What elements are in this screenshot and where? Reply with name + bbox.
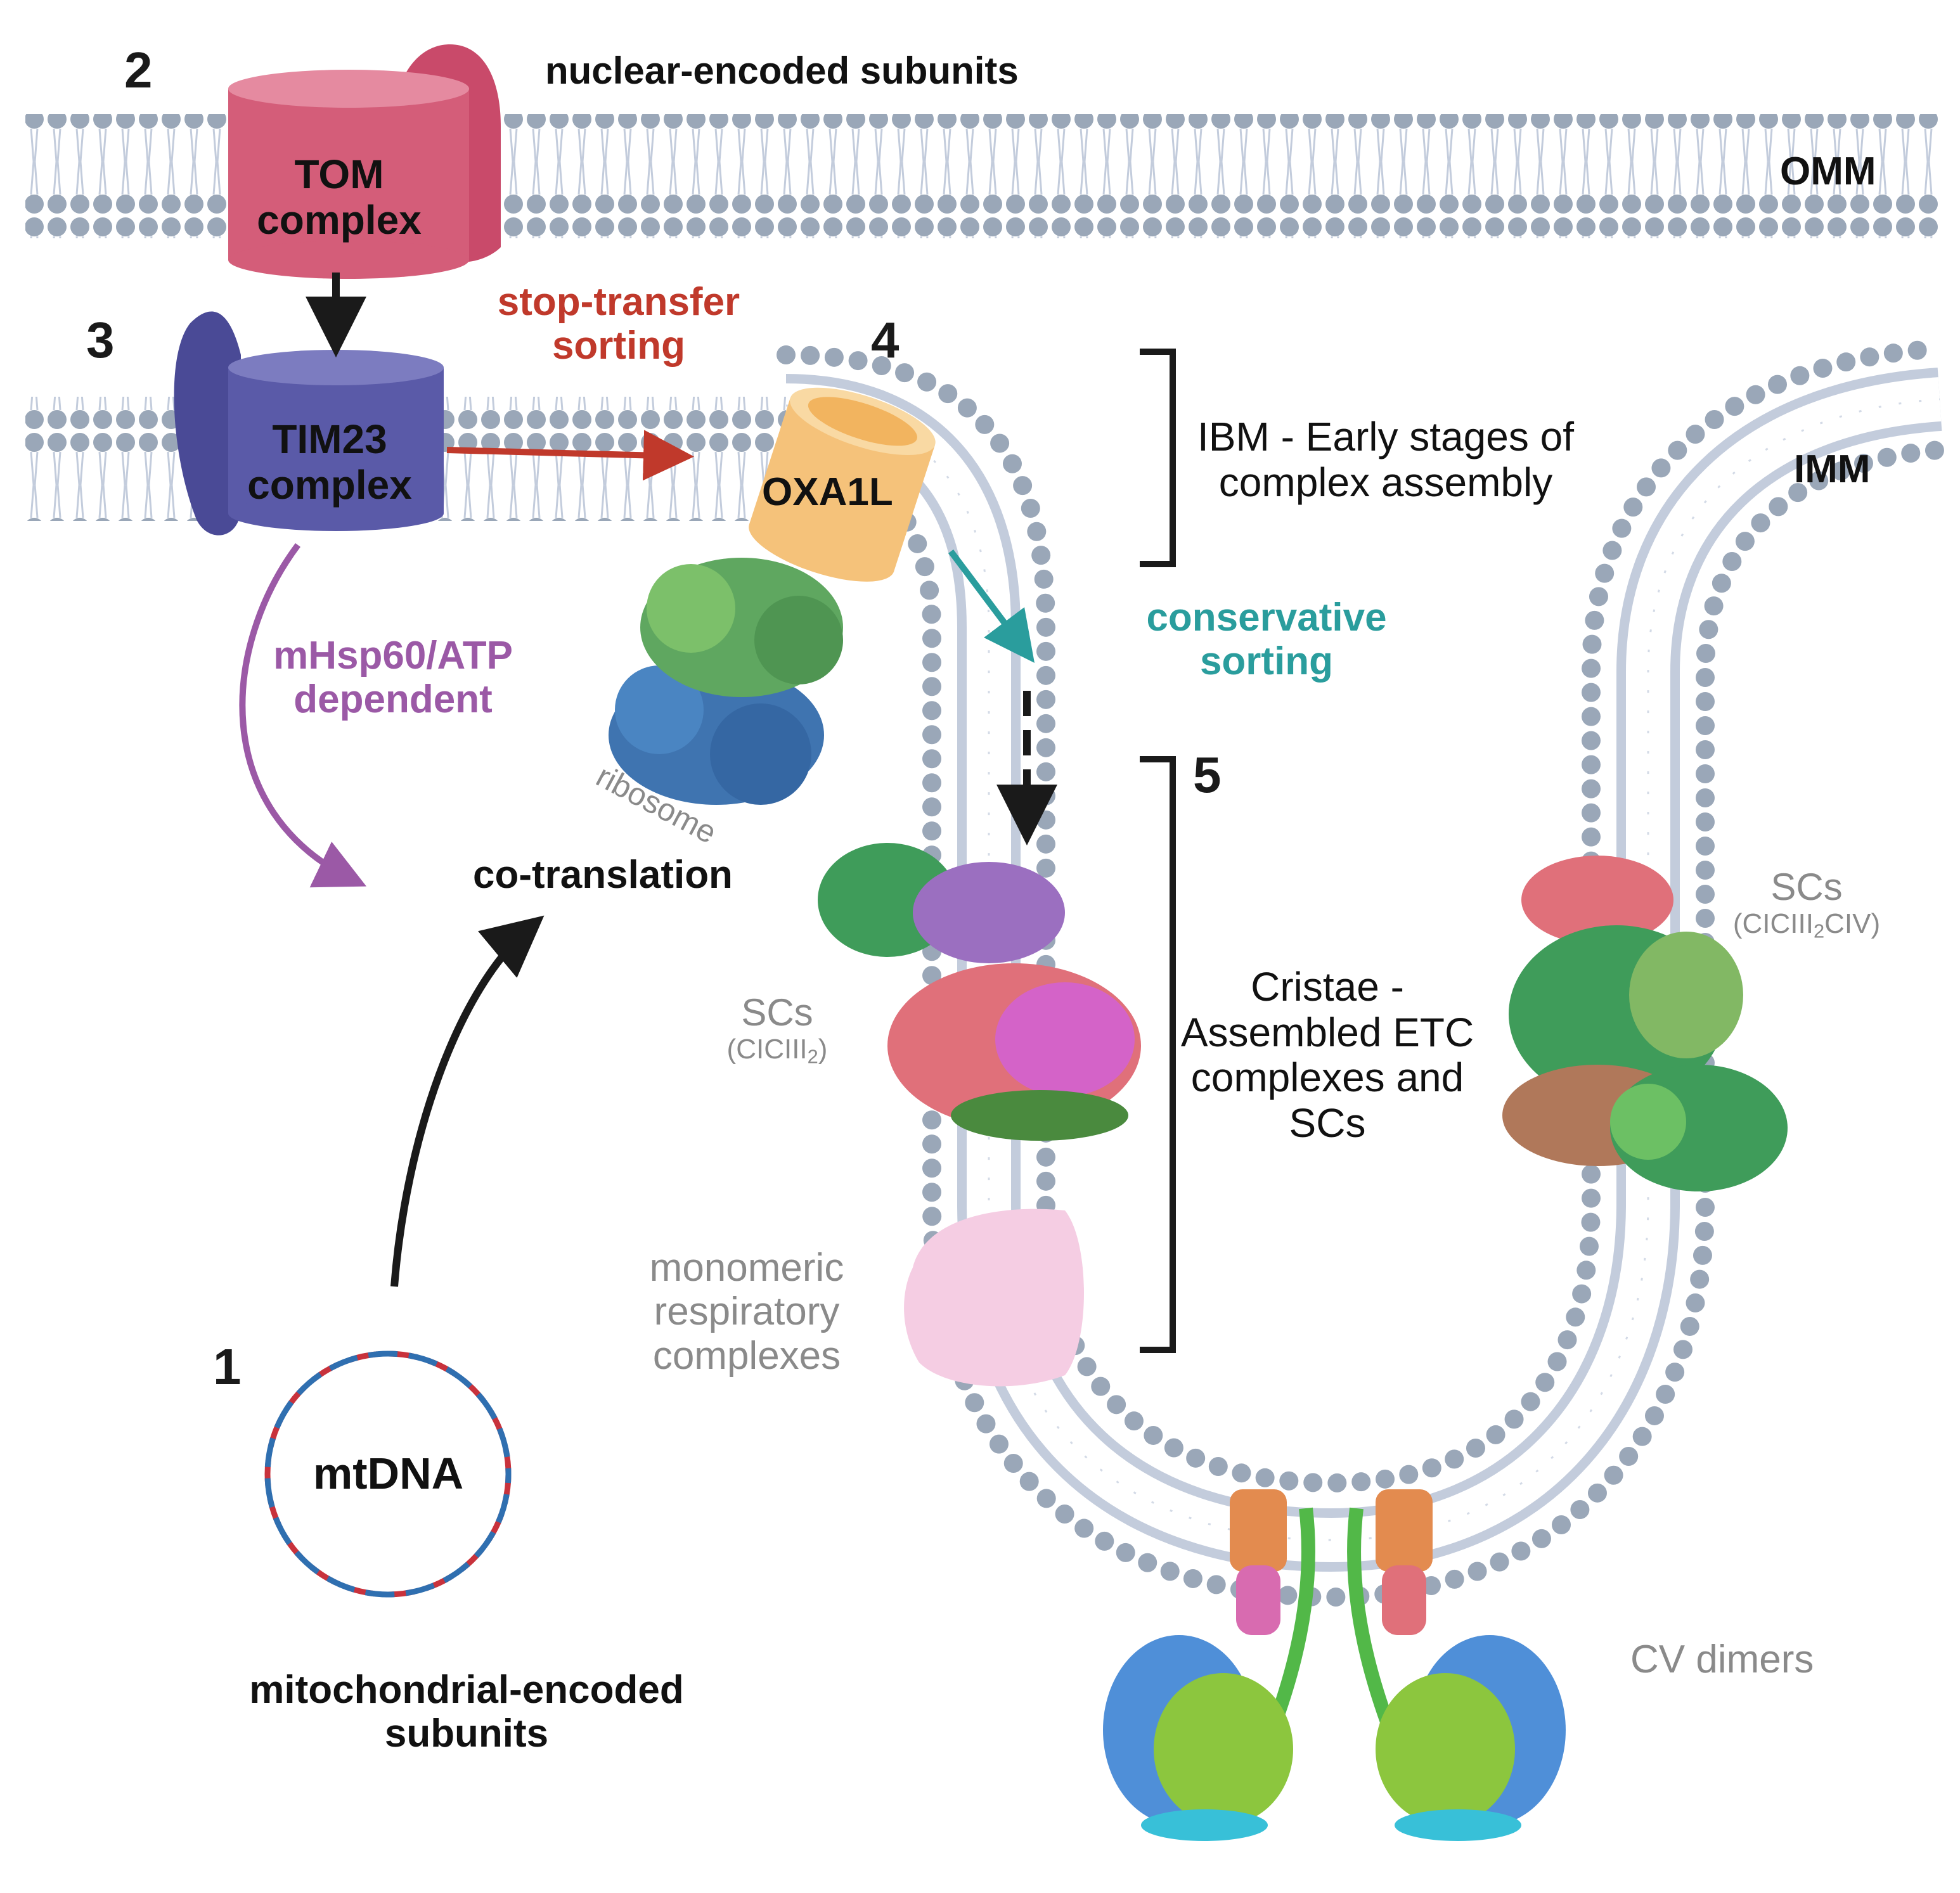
nuclear-encoded-label: nuclear-encoded subunits (545, 49, 1019, 92)
scs-right-formula-sub: 2 (1813, 920, 1825, 942)
mitochondrial-encoded-label: mitochondrial-encoded subunits (249, 1668, 683, 1756)
step-number-3: 3 (86, 312, 115, 368)
step-number-5: 5 (1193, 747, 1222, 803)
cristae-line2: Assembled ETC (1180, 1009, 1474, 1055)
ibm-line2: complex assembly (1218, 459, 1553, 505)
cristae-line3: complexes and (1190, 1055, 1464, 1101)
tim23-complex-label: TIM23 complex (247, 416, 412, 508)
scs-left-formula: (CICIII2) (727, 1034, 828, 1068)
monomeric-line3: complexes (652, 1333, 841, 1378)
oxa1l-complex (749, 387, 936, 582)
cv-dimers (1103, 1489, 1566, 1841)
conservative-sorting-arrow (948, 549, 1035, 663)
step-number-2: 2 (124, 42, 153, 98)
mhsp60-arrow (239, 543, 367, 888)
supercomplex-cici2civ (1502, 856, 1788, 1191)
imm-label: IMM (1794, 447, 1871, 491)
cristae-line1: Cristae - (1251, 964, 1404, 1010)
cristae-bracket (1140, 756, 1176, 1353)
mhsp60-line2: dependent (293, 677, 493, 722)
scs-right-label: SCs (CICIII2CIV) (1733, 866, 1880, 942)
tim23-complex (174, 311, 444, 536)
cristae-label: Cristae - Assembled ETC complexes and SC… (1180, 964, 1474, 1146)
scs-right-formula-a: (CICIII (1732, 908, 1814, 940)
monomeric-label: monomeric respiratory complexes (650, 1246, 844, 1378)
mtdna-label: mtDNA (313, 1449, 464, 1498)
scs-left-label: SCs (CICIII2) (727, 991, 828, 1068)
tom-complex-label: TOM complex (257, 151, 422, 243)
step-number-1: 1 (213, 1338, 242, 1395)
conservative-line1: conservative (1146, 596, 1387, 639)
step-number-4: 4 (871, 312, 899, 368)
tom-label-line2: complex (257, 196, 422, 243)
monomeric-line2: respiratory (654, 1290, 840, 1334)
cristae-line4: SCs (1289, 1100, 1366, 1146)
mhsp60-label: mHsp60/ATP dependent (273, 634, 513, 722)
tom-label-line1: TOM (294, 151, 384, 197)
mito-line2: subunits (384, 1712, 549, 1756)
mtdna-circle (264, 1351, 512, 1598)
stop-transfer-arrow (446, 430, 694, 481)
omm-label: OMM (1780, 150, 1876, 193)
supercomplex-cici2 (818, 843, 1141, 1141)
ibm-bracket (1140, 349, 1176, 567)
scs-right-formula: (CICIII2CIV) (1733, 908, 1880, 942)
mtdna-to-cotranslation-arrow (390, 915, 545, 1287)
scs-right-title: SCs (1770, 866, 1843, 908)
tom-complex (228, 44, 501, 279)
scs-left-title: SCs (741, 991, 813, 1034)
cv-dimers-label: CV dimers (1630, 1638, 1814, 1681)
stop-transfer-label: stop-transfer sorting (498, 280, 740, 368)
conservative-line2: sorting (1199, 639, 1334, 684)
oxa1l-label: OXA1L (762, 470, 893, 514)
inner-mitochondrial-membrane-crista (777, 339, 1949, 1607)
stop-transfer-line1: stop-transfer (497, 280, 740, 324)
monomeric-respiratory-complex (904, 1209, 1084, 1387)
mito-line1: mitochondrial-encoded (249, 1668, 684, 1712)
stop-transfer-line2: sorting (551, 324, 686, 368)
monomeric-line1: monomeric (649, 1246, 844, 1290)
scs-left-formula-b: ) (818, 1034, 828, 1065)
conservative-sorting-label: conservative sorting (1146, 596, 1386, 684)
ibm-line1: IBM - Early stages of (1197, 414, 1574, 459)
scs-left-formula-sub: 2 (807, 1045, 818, 1068)
co-translation-label: co-translation (473, 853, 733, 897)
ribosome (609, 558, 843, 805)
ibm-label: IBM - Early stages of complex assembly (1197, 414, 1574, 505)
mhsp60-line1: mHsp60/ATP (273, 634, 513, 677)
scs-right-formula-b: CIV) (1824, 908, 1881, 940)
tim23-label-line1: TIM23 (272, 416, 387, 462)
tim23-label-line2: complex (247, 461, 412, 508)
scs-left-formula-a: (CICIII (726, 1034, 808, 1065)
